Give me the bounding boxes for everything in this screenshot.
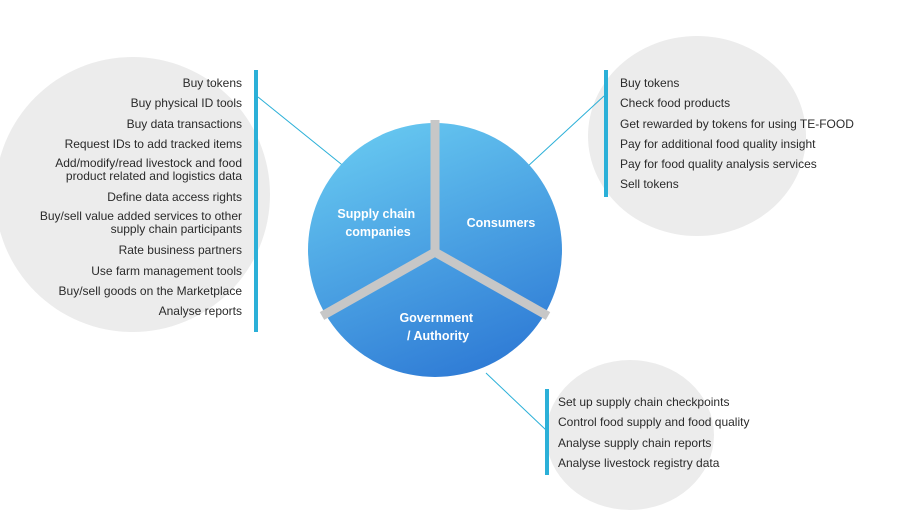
list-item: Check food products [620,96,731,111]
consumers-connector-line [526,95,605,168]
supply-chain-connector-line [257,96,347,169]
list-item: Pay for food quality analysis services [620,157,817,172]
government-label-line1: Government [399,311,473,325]
consumers-label-line1: Consumers [467,216,536,230]
supply-chain-accent-bar [254,70,258,332]
government-accent-bar [545,389,549,475]
supply-chain-label-line1: Supply chain [337,207,415,221]
list-item: Set up supply chain checkpoints [558,395,730,409]
list-item: Rate business partners [118,243,242,258]
pie-separator-left [319,247,440,320]
consumer-activities-list: Buy tokens Check food products Get rewar… [620,73,854,195]
list-item: Control food supply and food quality [558,415,750,430]
list-item: Buy data transactions [126,116,242,131]
supply-chain-activities-list: Buy tokens Buy physical ID tools Buy dat… [14,73,242,322]
pie-separator-right [430,247,551,320]
list-item: Analyse livestock registry data [558,455,720,470]
government-label-line2: / Authority [407,329,469,343]
government-background-circle [546,360,714,510]
consumers-segment-label: Consumers [467,216,536,230]
supply-chain-label-line2: companies [345,225,410,239]
list-item: Buy/sell value added services to other s… [39,209,242,237]
list-item: Add/modify/read livestock and food produ… [55,156,242,184]
government-activities-list: Set up supply chain checkpoints Control … [558,392,749,473]
list-item: Sell tokens [620,177,679,192]
list-item: Buy/sell goods on the Marketplace [58,284,242,299]
list-item: Buy tokens [620,76,680,90]
supply-chain-background-circle [0,57,270,332]
supply-chain-segment-label: Supply chain companies [337,207,418,239]
government-segment-label: Government / Authority [399,311,476,343]
list-item: Analyse supply chain reports [558,435,712,450]
consumers-background-circle [588,36,806,236]
consumers-accent-bar [604,70,608,197]
list-item: Buy physical ID tools [130,96,242,111]
list-item: Use farm management tools [91,263,242,278]
list-item: Analyse reports [158,304,242,319]
list-item: Get rewarded by tokens for using TE-FOOD [620,116,854,131]
list-item: Request IDs to add tracked items [64,136,242,151]
list-item: Pay for additional food quality insight [620,136,816,151]
government-connector-line [485,372,547,431]
stakeholder-pie-diagram: Supply chain companies Consumers Governm… [257,95,605,431]
list-item: Buy tokens [182,76,242,90]
list-item: Define data access rights [107,190,242,205]
